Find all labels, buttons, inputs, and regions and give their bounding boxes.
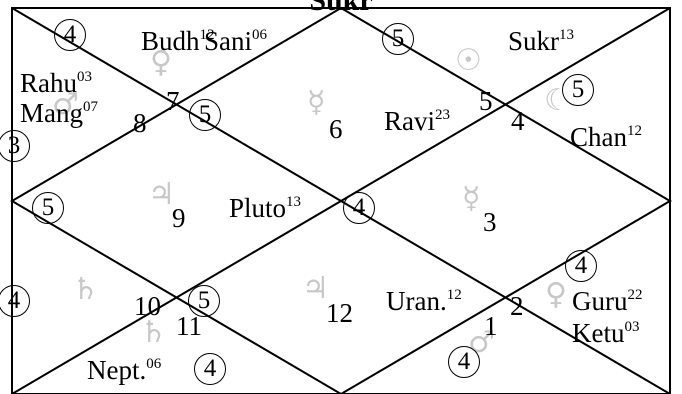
house-number-2: 2 [510, 291, 524, 321]
planet-ketu: Ketu03 [572, 318, 640, 348]
circled-number: 5 [189, 99, 221, 131]
circled-number: 3 [0, 130, 30, 162]
planet-sani: Sani06 [204, 26, 268, 56]
planet-sukr: Sukr13 [508, 26, 575, 56]
diagonal-anti [11, 7, 671, 394]
circled-number: 4 [194, 353, 226, 385]
house-number-11: 11 [176, 311, 202, 341]
circled-number: 4 [54, 19, 86, 51]
jupiter-icon: ♃ [148, 177, 175, 212]
planet-mang: Mang07 [20, 98, 98, 128]
house-number-6: 6 [329, 114, 343, 144]
sun-icon: ☉ [455, 43, 482, 78]
house-number-1: 1 [484, 311, 498, 341]
inner-diamond [10, 6, 672, 394]
house-number-10: 10 [134, 291, 161, 321]
circled-number: 5 [32, 192, 64, 224]
mercury-icon: ☿ [307, 85, 326, 120]
planet-rahu: Rahu03 [20, 68, 92, 98]
house-number-3: 3 [483, 207, 497, 237]
planet-ravi: Ravi23 [384, 106, 450, 136]
circled-number: 5 [562, 74, 594, 106]
saturn-icon: ♄ [72, 272, 99, 307]
house-number-9: 9 [172, 203, 186, 233]
house-number-7: 7 [166, 86, 180, 116]
venus-icon: ♀ [150, 45, 172, 80]
mars-icon: ♂ [52, 87, 79, 122]
planet-guru: Guru22 [572, 286, 643, 316]
circled-number: 4 [0, 285, 30, 317]
circled-number: 4 [343, 192, 375, 224]
venus-icon: ♀ [545, 277, 567, 312]
chart-title: Sukr [309, 0, 373, 17]
circled-number: 4 [565, 250, 597, 282]
planet-uran: Uran.12 [386, 286, 462, 316]
house-number-5: 5 [479, 86, 493, 116]
planet-nept: Nept.06 [87, 355, 162, 385]
circled-number: 5 [382, 23, 414, 55]
planet-chan: Chan12 [570, 122, 642, 152]
circled-number: 5 [188, 285, 220, 317]
jupiter-icon: ♃ [302, 271, 329, 306]
planet-pluto: Pluto13 [229, 193, 302, 223]
house-number-8: 8 [133, 108, 147, 138]
house-number-4: 4 [511, 106, 525, 136]
circled-number: 4 [448, 346, 480, 378]
saturn-icon: ♄ [140, 315, 167, 350]
mercury-icon: ☿ [462, 181, 481, 216]
house-number-12: 12 [326, 298, 353, 328]
planet-budh: Budh12 [141, 26, 215, 56]
